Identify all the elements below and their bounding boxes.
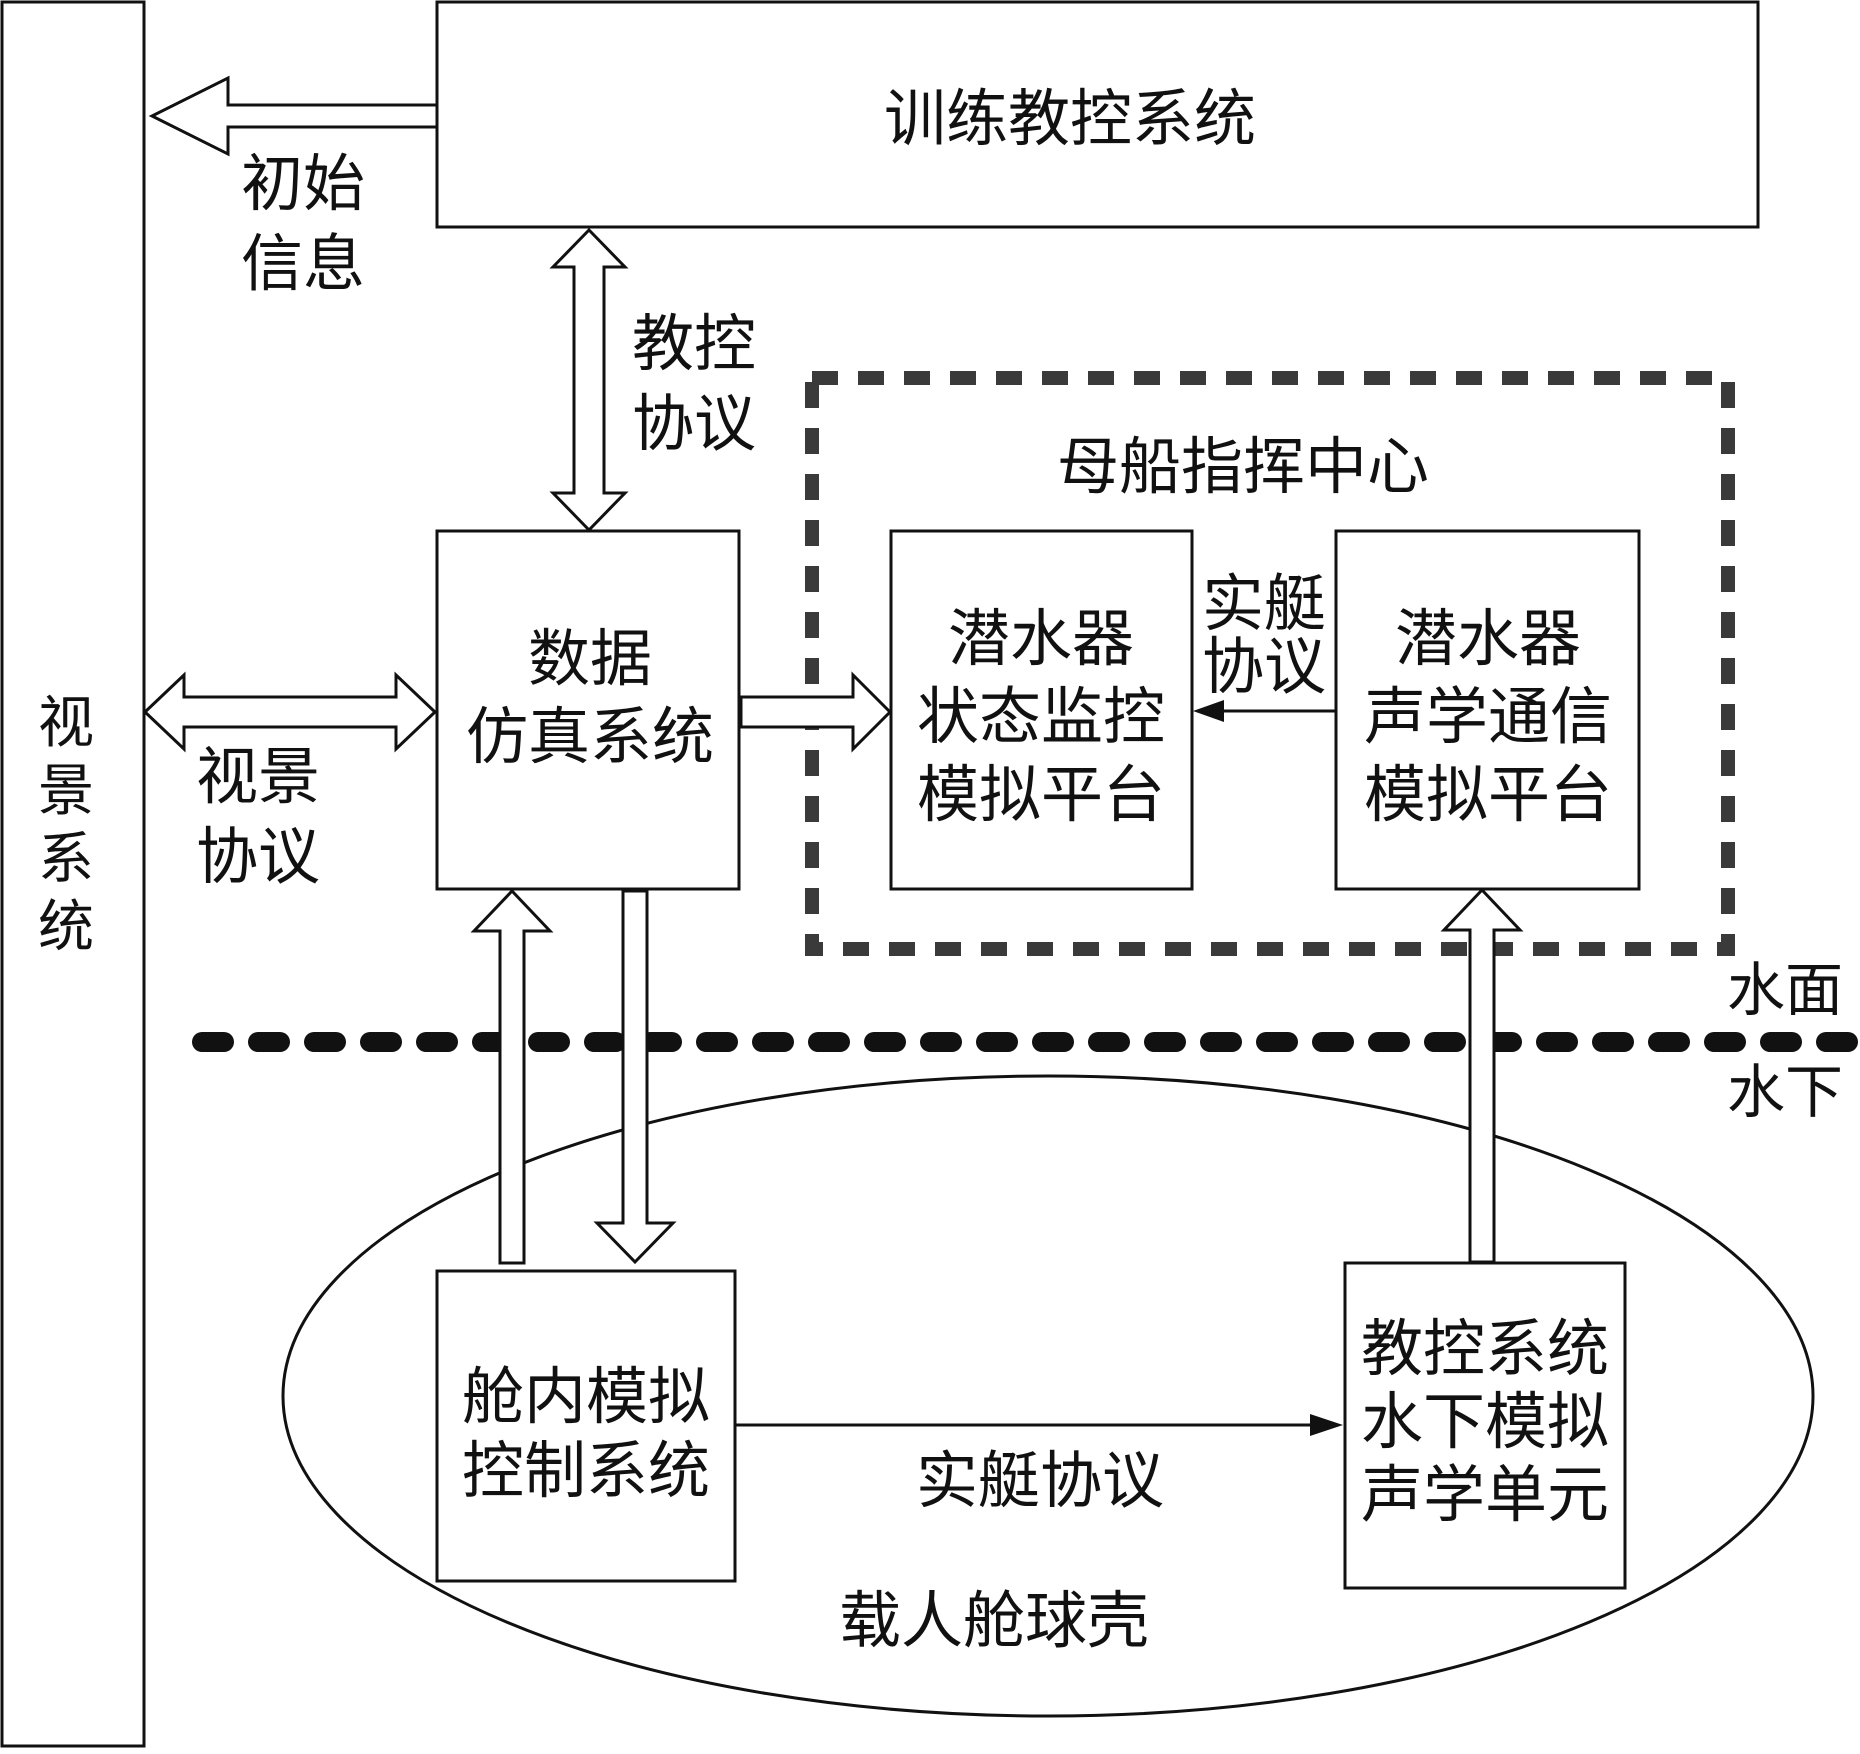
underwater-unit-label-1: 教控系统 [1361,1312,1609,1385]
underwater-unit-label-3: 声学单元 [1361,1458,1609,1531]
water-surface-label: 水面 [1727,956,1843,1024]
acoustic-platform-label-2: 声学通信 [1364,680,1612,753]
state-monitor-label-2: 状态监控 [917,680,1165,753]
acoustic-platform-label-1: 潜水器 [1395,602,1581,675]
real-boat-protocol-bottom: 实艇协议 [916,1444,1164,1517]
real-boat-protocol-top-2: 协议 [1202,630,1326,703]
teaching-protocol-label-2: 协议 [632,387,756,460]
visual-protocol-arrow [142,671,438,753]
mother-ship-center-label: 母船指挥中心 [1057,430,1429,503]
data-to-cabin-arrow [593,889,677,1265]
cabin-control-label-1: 舱内模拟 [462,1360,710,1433]
training-control-label: 训练教控系统 [884,82,1256,155]
manned-cabin-label: 载人舱球壳 [839,1584,1149,1657]
visual-system-label-3: 系 [38,827,94,892]
visual-protocol-label-1: 视景 [196,740,320,813]
underwater-label: 水下 [1727,1058,1843,1126]
initial-info-label-2: 信息 [241,227,365,300]
real-boat-arrow-bottom-head [1310,1414,1343,1436]
data-sim-box [435,529,741,891]
initial-info-label-1: 初始 [241,147,365,220]
underwater-unit-label-2: 水下模拟 [1361,1385,1609,1458]
manned-cabin-shell [281,1074,1815,1718]
data-to-monitor-arrow [739,671,893,753]
teaching-protocol-label-1: 教控 [632,307,756,380]
data-sim-label-1: 数据 [528,622,652,695]
mother-ship-region [805,371,1735,956]
real-boat-arrow-top-head [1193,700,1224,722]
visual-system-box [0,0,146,1748]
teaching-protocol-arrow [549,227,629,533]
state-monitor-label-3: 模拟平台 [917,758,1165,831]
unit-to-acoustic-arrow [1440,887,1524,1264]
state-monitor-box [889,529,1194,891]
cabin-to-data-arrow [470,888,554,1265]
visual-protocol-label-2: 协议 [196,820,320,893]
real-boat-protocol-top-1: 实艇 [1202,567,1326,640]
state-monitor-label-1: 潜水器 [948,602,1134,675]
initial-info-arrow [148,75,439,157]
visual-system-label-1: 视 [38,691,94,756]
data-sim-label-2: 仿真系统 [466,700,714,773]
cabin-control-label-2: 控制系统 [462,1434,710,1507]
acoustic-platform-label-3: 模拟平台 [1364,758,1612,831]
visual-system-label-4: 统 [38,895,94,960]
visual-system-label-2: 景 [38,759,94,824]
